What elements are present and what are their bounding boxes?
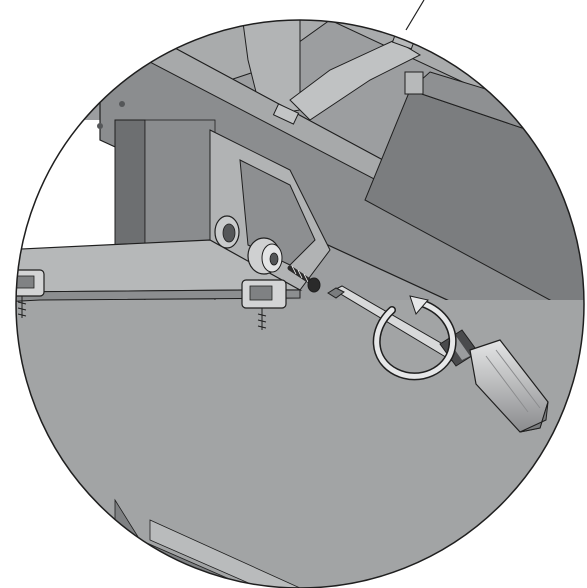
spring-clip-left bbox=[16, 269, 45, 318]
mounting-screw bbox=[287, 265, 321, 293]
leader-line bbox=[405, 0, 425, 31]
rotation-arrow-icon bbox=[372, 295, 457, 381]
plastic-spacer bbox=[247, 237, 283, 275]
frame-hole-3 bbox=[97, 123, 103, 129]
magnifier-outline bbox=[15, 19, 585, 588]
frame-tab-2 bbox=[404, 71, 424, 95]
frame-hole-2 bbox=[119, 101, 125, 107]
frame-rib-arc bbox=[289, 39, 422, 121]
spring-clip-right bbox=[241, 279, 287, 330]
mounting-hole-inner bbox=[222, 223, 236, 243]
frame-hole-1 bbox=[154, 47, 160, 53]
lower-panel-strip bbox=[149, 519, 301, 588]
frame-tab-3 bbox=[272, 103, 300, 125]
